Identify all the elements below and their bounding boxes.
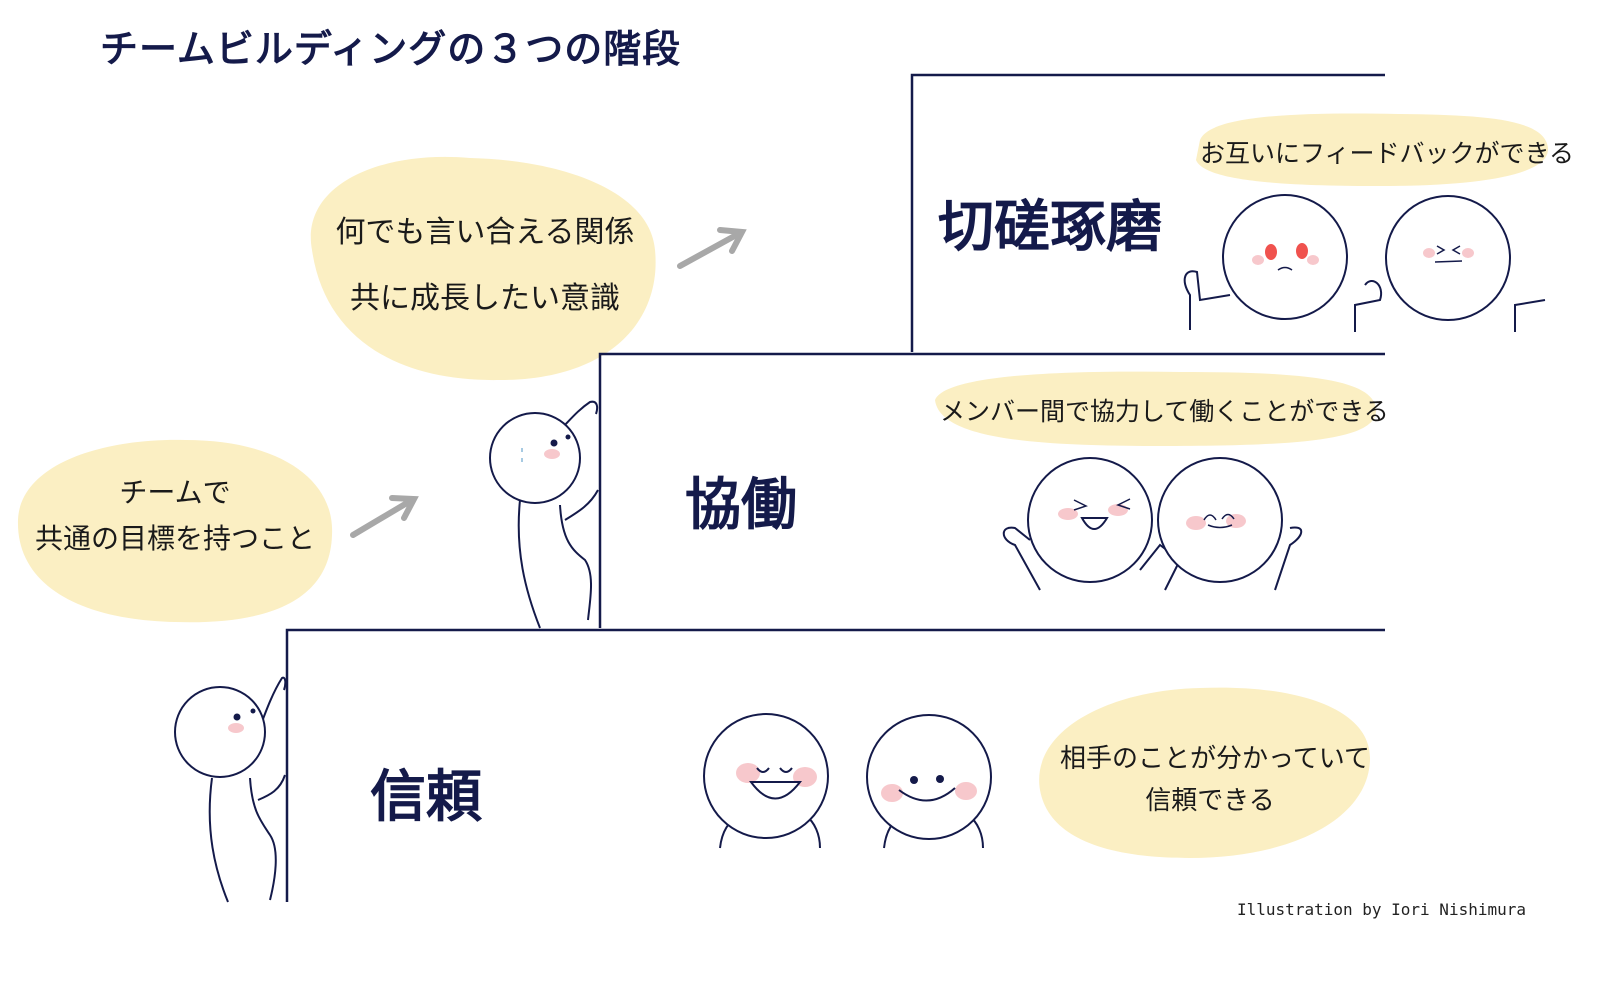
cooperation-characters <box>1002 457 1303 591</box>
trust-characters <box>703 713 992 849</box>
relationship-note: 何でも言い合える関係 共に成長したい意識 <box>330 200 640 332</box>
arrow-up-right-icon <box>350 495 419 538</box>
step-1-outline <box>285 628 1385 902</box>
trust-bubble: 相手のことが分かっていて 信頼できる <box>1060 738 1370 822</box>
trust-bubble-line-1: 相手のことが分かっていて <box>1060 744 1370 774</box>
step-3-label: 切磋琢磨 <box>938 195 1162 260</box>
bubble-shape-relationship <box>310 156 656 381</box>
climber-character-2 <box>489 400 599 629</box>
illustration-credit: Illustration by Iori Nishimura <box>1237 900 1526 919</box>
bubble-shape-goal <box>17 439 333 623</box>
rivalry-characters <box>1183 194 1546 332</box>
step-1-label: 信頼 <box>370 765 482 830</box>
cooperation-bubble: メンバー間で協力して働くことができる <box>940 392 1389 428</box>
relationship-note-line-1: 何でも言い合える関係 <box>335 215 635 250</box>
bubble-shape-feedback <box>1196 113 1549 186</box>
feedback-bubble-text: お互いにフィードバックができる <box>1200 139 1575 168</box>
bubble-blobs <box>17 113 1549 858</box>
goal-note: チームで 共通の目標を持つこと <box>30 470 320 562</box>
cooperation-bubble-text: メンバー間で協力して働くことができる <box>940 397 1389 426</box>
step-2-outline <box>598 352 1385 628</box>
bubble-shape-cooperation <box>935 371 1377 446</box>
feedback-bubble: お互いにフィードバックができる <box>1200 134 1574 170</box>
climber-character-1 <box>174 676 287 903</box>
arrow-up-right-icon <box>677 227 747 269</box>
stairs <box>285 73 1385 902</box>
relationship-note-line-2: 共に成長したい意識 <box>350 281 620 316</box>
step-3-outline <box>910 73 1385 352</box>
trust-bubble-line-2: 信頼できる <box>1145 786 1275 816</box>
goal-note-line-1: チームで <box>119 476 231 509</box>
goal-note-line-2: 共通の目標を持つこと <box>34 522 315 555</box>
arrows <box>350 227 747 538</box>
page-title: チームビルディングの３つの階段 <box>100 27 682 71</box>
bubble-shape-trust <box>1039 687 1371 858</box>
step-2-label: 協働 <box>685 473 797 538</box>
